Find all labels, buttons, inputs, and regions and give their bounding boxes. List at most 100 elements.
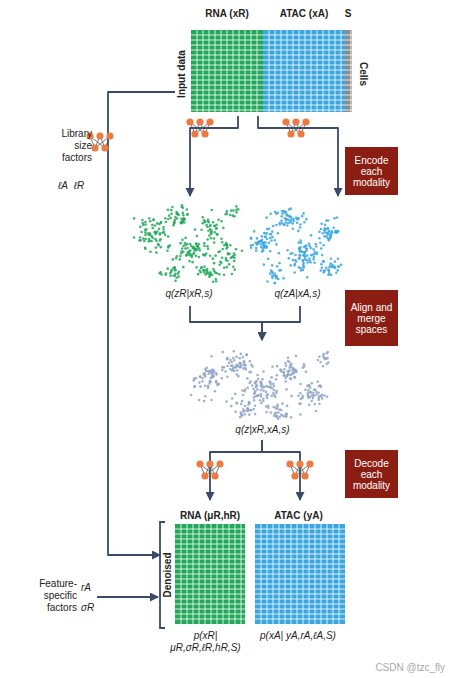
cell-dot — [319, 241, 322, 244]
grid-line — [345, 65, 352, 66]
cell-dot — [299, 239, 302, 242]
cell-dot — [322, 260, 325, 263]
cell-dot — [183, 217, 186, 220]
network-link — [195, 122, 200, 134]
cell-dot — [331, 264, 334, 267]
cell-dot — [229, 244, 232, 247]
cell-dot — [205, 224, 208, 227]
cell-dot — [271, 365, 274, 368]
cell-dot — [312, 248, 315, 251]
cell-dot — [271, 277, 274, 280]
cell-dot — [304, 245, 307, 248]
network-unit — [201, 472, 208, 479]
network-link — [200, 464, 205, 476]
cell-dot — [238, 365, 241, 368]
cell-dot — [265, 411, 268, 414]
cell-dot — [205, 367, 208, 370]
cell-dot — [265, 391, 268, 394]
cell-dot — [206, 272, 209, 275]
cell-dot — [204, 395, 207, 398]
cell-dot — [262, 398, 265, 401]
cell-dot — [221, 369, 224, 372]
cell-dot — [327, 219, 330, 222]
cell-dot — [260, 395, 263, 398]
cell-dot — [210, 233, 213, 236]
cell-dot — [292, 219, 295, 222]
grid-line — [191, 50, 263, 51]
cell-dot — [213, 262, 216, 265]
box-label: Decode each modality — [345, 458, 398, 491]
cell-dot — [254, 413, 257, 416]
cell-dot — [273, 414, 276, 417]
grid-line — [263, 35, 345, 36]
cell-dot — [211, 274, 214, 277]
cell-dot — [214, 254, 217, 257]
network-link — [190, 122, 195, 134]
cell-dot — [195, 266, 198, 269]
cell-dot — [256, 394, 259, 397]
network-link — [205, 464, 220, 476]
cell-dot — [172, 224, 175, 227]
cell-dot — [175, 276, 178, 279]
cell-dot — [216, 233, 219, 236]
column-header: S — [340, 8, 356, 20]
network-link — [296, 122, 301, 134]
cell-dot — [226, 376, 229, 379]
cell-dot — [254, 404, 257, 407]
cell-dot — [236, 402, 239, 405]
cell-dot — [186, 213, 189, 216]
cell-dot — [138, 239, 141, 242]
cell-dot — [269, 380, 272, 383]
cell-dot — [179, 255, 182, 258]
grid-line — [175, 559, 245, 560]
cell-dot — [199, 271, 202, 274]
cell-dot — [223, 366, 226, 369]
network-unit — [216, 460, 223, 467]
cell-dot — [170, 209, 173, 212]
cell-dot — [182, 214, 185, 217]
grid-line — [191, 55, 263, 56]
cell-dot — [212, 221, 215, 224]
cell-dot — [306, 385, 309, 388]
cell-dot — [319, 269, 322, 272]
cell-dot — [221, 241, 224, 244]
cell-dot — [241, 400, 244, 403]
cell-dot — [269, 272, 272, 275]
cell-dot — [141, 222, 144, 225]
cell-dot — [278, 262, 281, 265]
cell-dot — [252, 408, 255, 411]
cell-dot — [269, 385, 272, 388]
cell-dot — [285, 415, 288, 418]
network-link — [286, 122, 291, 134]
cell-dot — [312, 258, 315, 261]
cell-dot — [184, 237, 187, 240]
grid-line — [191, 110, 263, 111]
grid-line — [263, 85, 345, 86]
cell-dot — [296, 217, 299, 220]
data-matrix — [191, 30, 263, 112]
cell-dot — [320, 263, 323, 266]
cell-dot — [239, 353, 242, 356]
grid-line — [175, 569, 245, 570]
cell-dot — [336, 231, 339, 234]
network-unit — [292, 118, 299, 125]
cell-dot — [224, 213, 227, 216]
grid-line — [263, 55, 345, 56]
cell-dot — [283, 371, 286, 374]
cell-dot — [206, 268, 209, 271]
cell-dot — [169, 217, 172, 220]
cell-dot — [152, 218, 155, 221]
cell-dot — [215, 227, 218, 230]
grid-line — [191, 85, 263, 86]
cell-dot — [255, 386, 258, 389]
cell-dot — [330, 230, 333, 233]
network-unit — [96, 132, 103, 139]
grid-line — [263, 90, 345, 91]
cell-dot — [209, 380, 212, 383]
cell-dot — [235, 355, 238, 358]
cell-dot — [209, 224, 212, 227]
connectors — [108, 92, 338, 555]
cell-dot — [285, 415, 288, 418]
cell-dot — [323, 356, 326, 359]
